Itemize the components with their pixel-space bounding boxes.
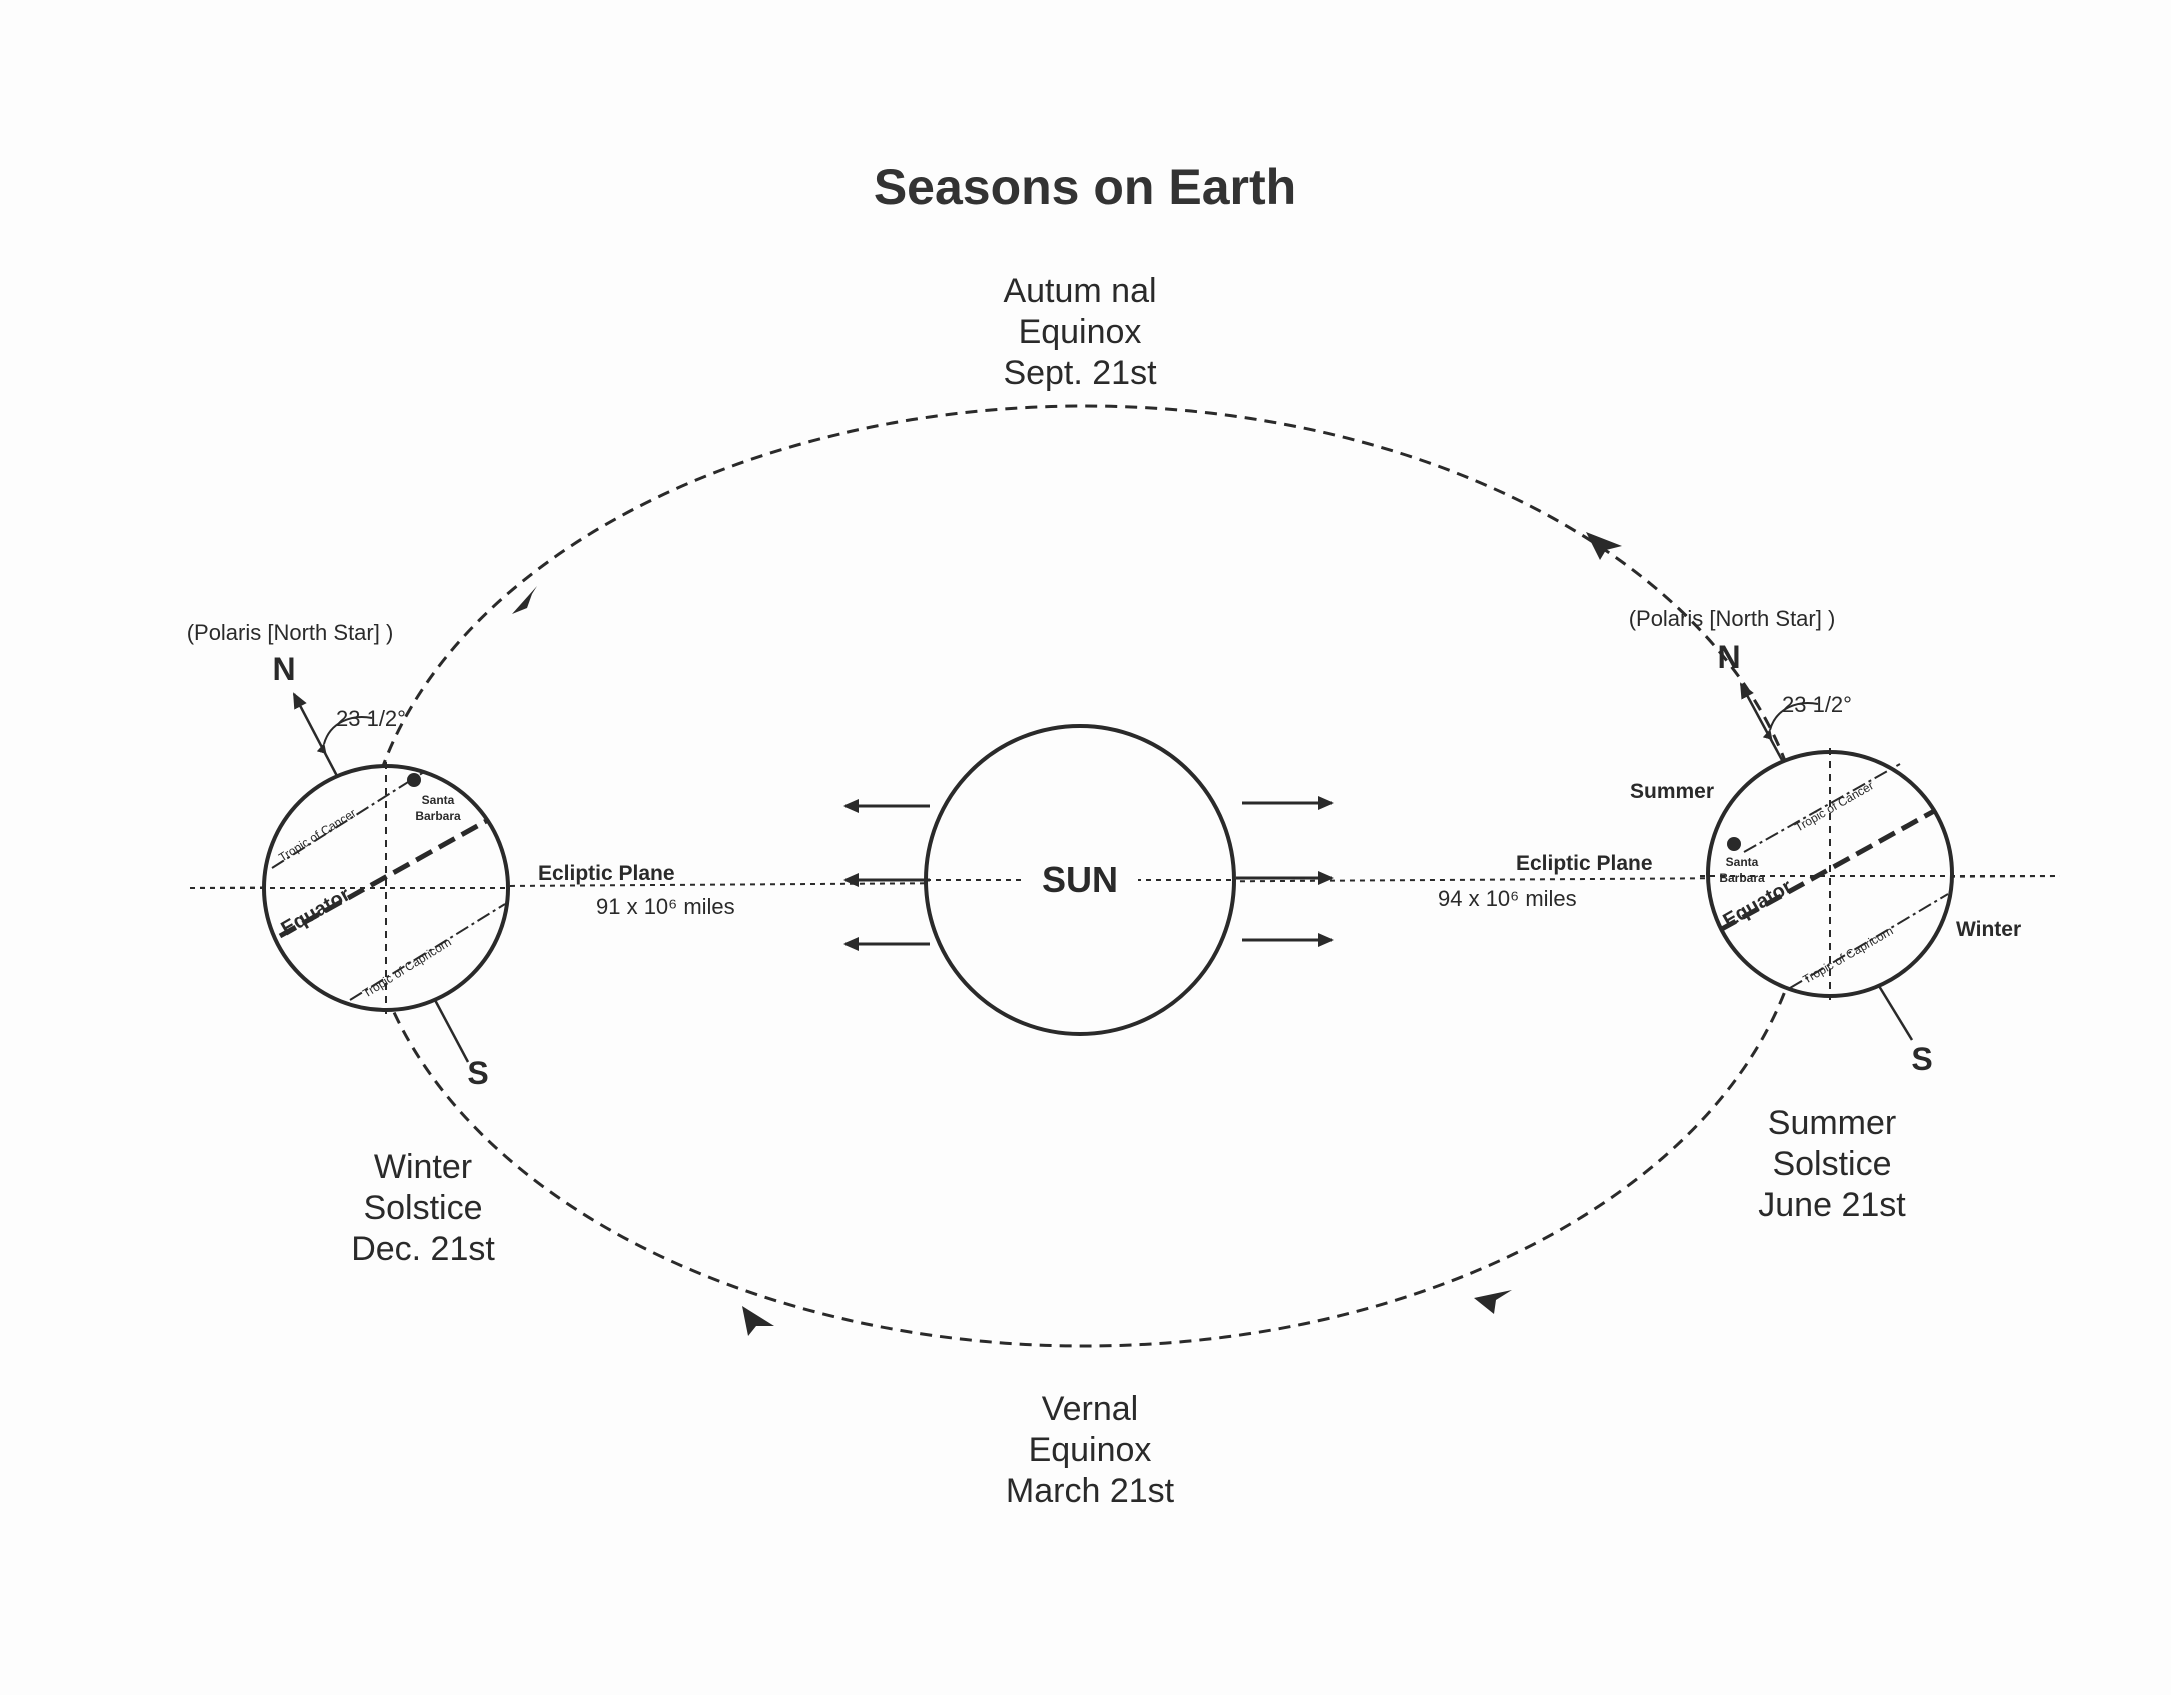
- north-label-right: N: [1717, 639, 1740, 675]
- sun-rays-right: [1236, 796, 1334, 947]
- south-axis-line-right: [1877, 985, 1914, 1041]
- ecliptic-plane-label-right: Ecliptic Plane: [1516, 852, 1653, 875]
- orbit-direction-arrow-lower-left: [742, 1306, 774, 1336]
- sun: SUN: [924, 724, 1236, 1036]
- tropic-cancer-line-right: [1743, 763, 1901, 853]
- autumnal-line2: Equinox: [1019, 313, 1142, 351]
- summer-hemisphere-label: Summer: [1630, 780, 1714, 803]
- equator-line-right: [1718, 807, 1938, 933]
- vernal-line1: Vernal: [1042, 1390, 1138, 1428]
- tilt-arc-left: [316, 716, 373, 755]
- summer-solstice-line2: Solstice: [1772, 1145, 1891, 1183]
- orbit-direction-arrow-lower-right: [1474, 1290, 1512, 1314]
- tropic-capricorn-line-right: [1789, 893, 1949, 989]
- north-axis-arrow-left: [292, 692, 339, 777]
- city-label-right-line2: Barbara: [1719, 871, 1765, 885]
- orbit-direction-arrow-upper-left: [512, 586, 537, 614]
- tropic-capricorn-line-left: [349, 903, 506, 1001]
- earth-winter-solstice: Tropic of Cancer Equator Tropic of Capri…: [187, 620, 735, 1091]
- autumnal-line3: Sept. 21st: [1003, 354, 1157, 392]
- tilt-label-left: 23 1/2°: [336, 706, 406, 731]
- north-label-left: N: [272, 651, 295, 687]
- city-label-left-line1: Santa: [422, 793, 455, 807]
- winter-hemisphere-label: Winter: [1956, 918, 2021, 941]
- sun-label-backdrop: [1022, 856, 1138, 904]
- vernal-line2: Equinox: [1029, 1431, 1152, 1469]
- tropic-cancer-line-left: [271, 771, 425, 869]
- autumnal-line1: Autum nal: [1003, 272, 1156, 310]
- tilt-label-right: 23 1/2°: [1782, 692, 1852, 717]
- city-label-left-line2: Barbara: [415, 809, 461, 823]
- summer-solstice-label: Summer Solstice June 21st: [1758, 1104, 1906, 1224]
- sun-label: SUN: [1042, 859, 1118, 900]
- city-label-right-line1: Santa: [1726, 855, 1759, 869]
- north-axis-arrow-right: [1739, 682, 1784, 761]
- south-label-left: S: [467, 1055, 488, 1091]
- vernal-line3: March 21st: [1006, 1472, 1175, 1510]
- santa-barbara-dot-left: [407, 773, 421, 787]
- orbit-direction-arrow-upper-right: [1586, 532, 1622, 560]
- ecliptic-plane-label-left: Ecliptic Plane: [538, 862, 675, 885]
- santa-barbara-dot-right: [1727, 837, 1741, 851]
- page-title: Seasons on Earth: [874, 159, 1296, 215]
- polaris-label-right: (Polaris [North Star] ): [1629, 606, 1836, 631]
- equator-line-left: [278, 817, 490, 939]
- tilt-arc-right: [1762, 702, 1819, 741]
- winter-solstice-line2: Solstice: [363, 1189, 482, 1227]
- earth-summer-solstice: Tropic of Cancer Equator Tropic of Capri…: [1438, 606, 2060, 1077]
- vernal-equinox-label: Vernal Equinox March 21st: [1006, 1390, 1175, 1510]
- winter-solstice-label: Winter Solstice Dec. 21st: [351, 1148, 495, 1268]
- summer-solstice-line1: Summer: [1768, 1104, 1896, 1142]
- autumnal-equinox-label: Autum nal Equinox Sept. 21st: [1003, 272, 1157, 392]
- south-label-right: S: [1911, 1041, 1932, 1077]
- south-axis-line-left: [433, 999, 470, 1063]
- distance-label-right: 94 x 10⁶ miles: [1438, 886, 1577, 911]
- summer-solstice-line3: June 21st: [1758, 1186, 1906, 1224]
- sun-rays-left: [843, 799, 930, 951]
- polaris-label-left: (Polaris [North Star] ): [187, 620, 394, 645]
- distance-label-left: 91 x 10⁶ miles: [596, 894, 735, 919]
- winter-solstice-line3: Dec. 21st: [351, 1230, 495, 1268]
- winter-solstice-line1: Winter: [374, 1148, 472, 1186]
